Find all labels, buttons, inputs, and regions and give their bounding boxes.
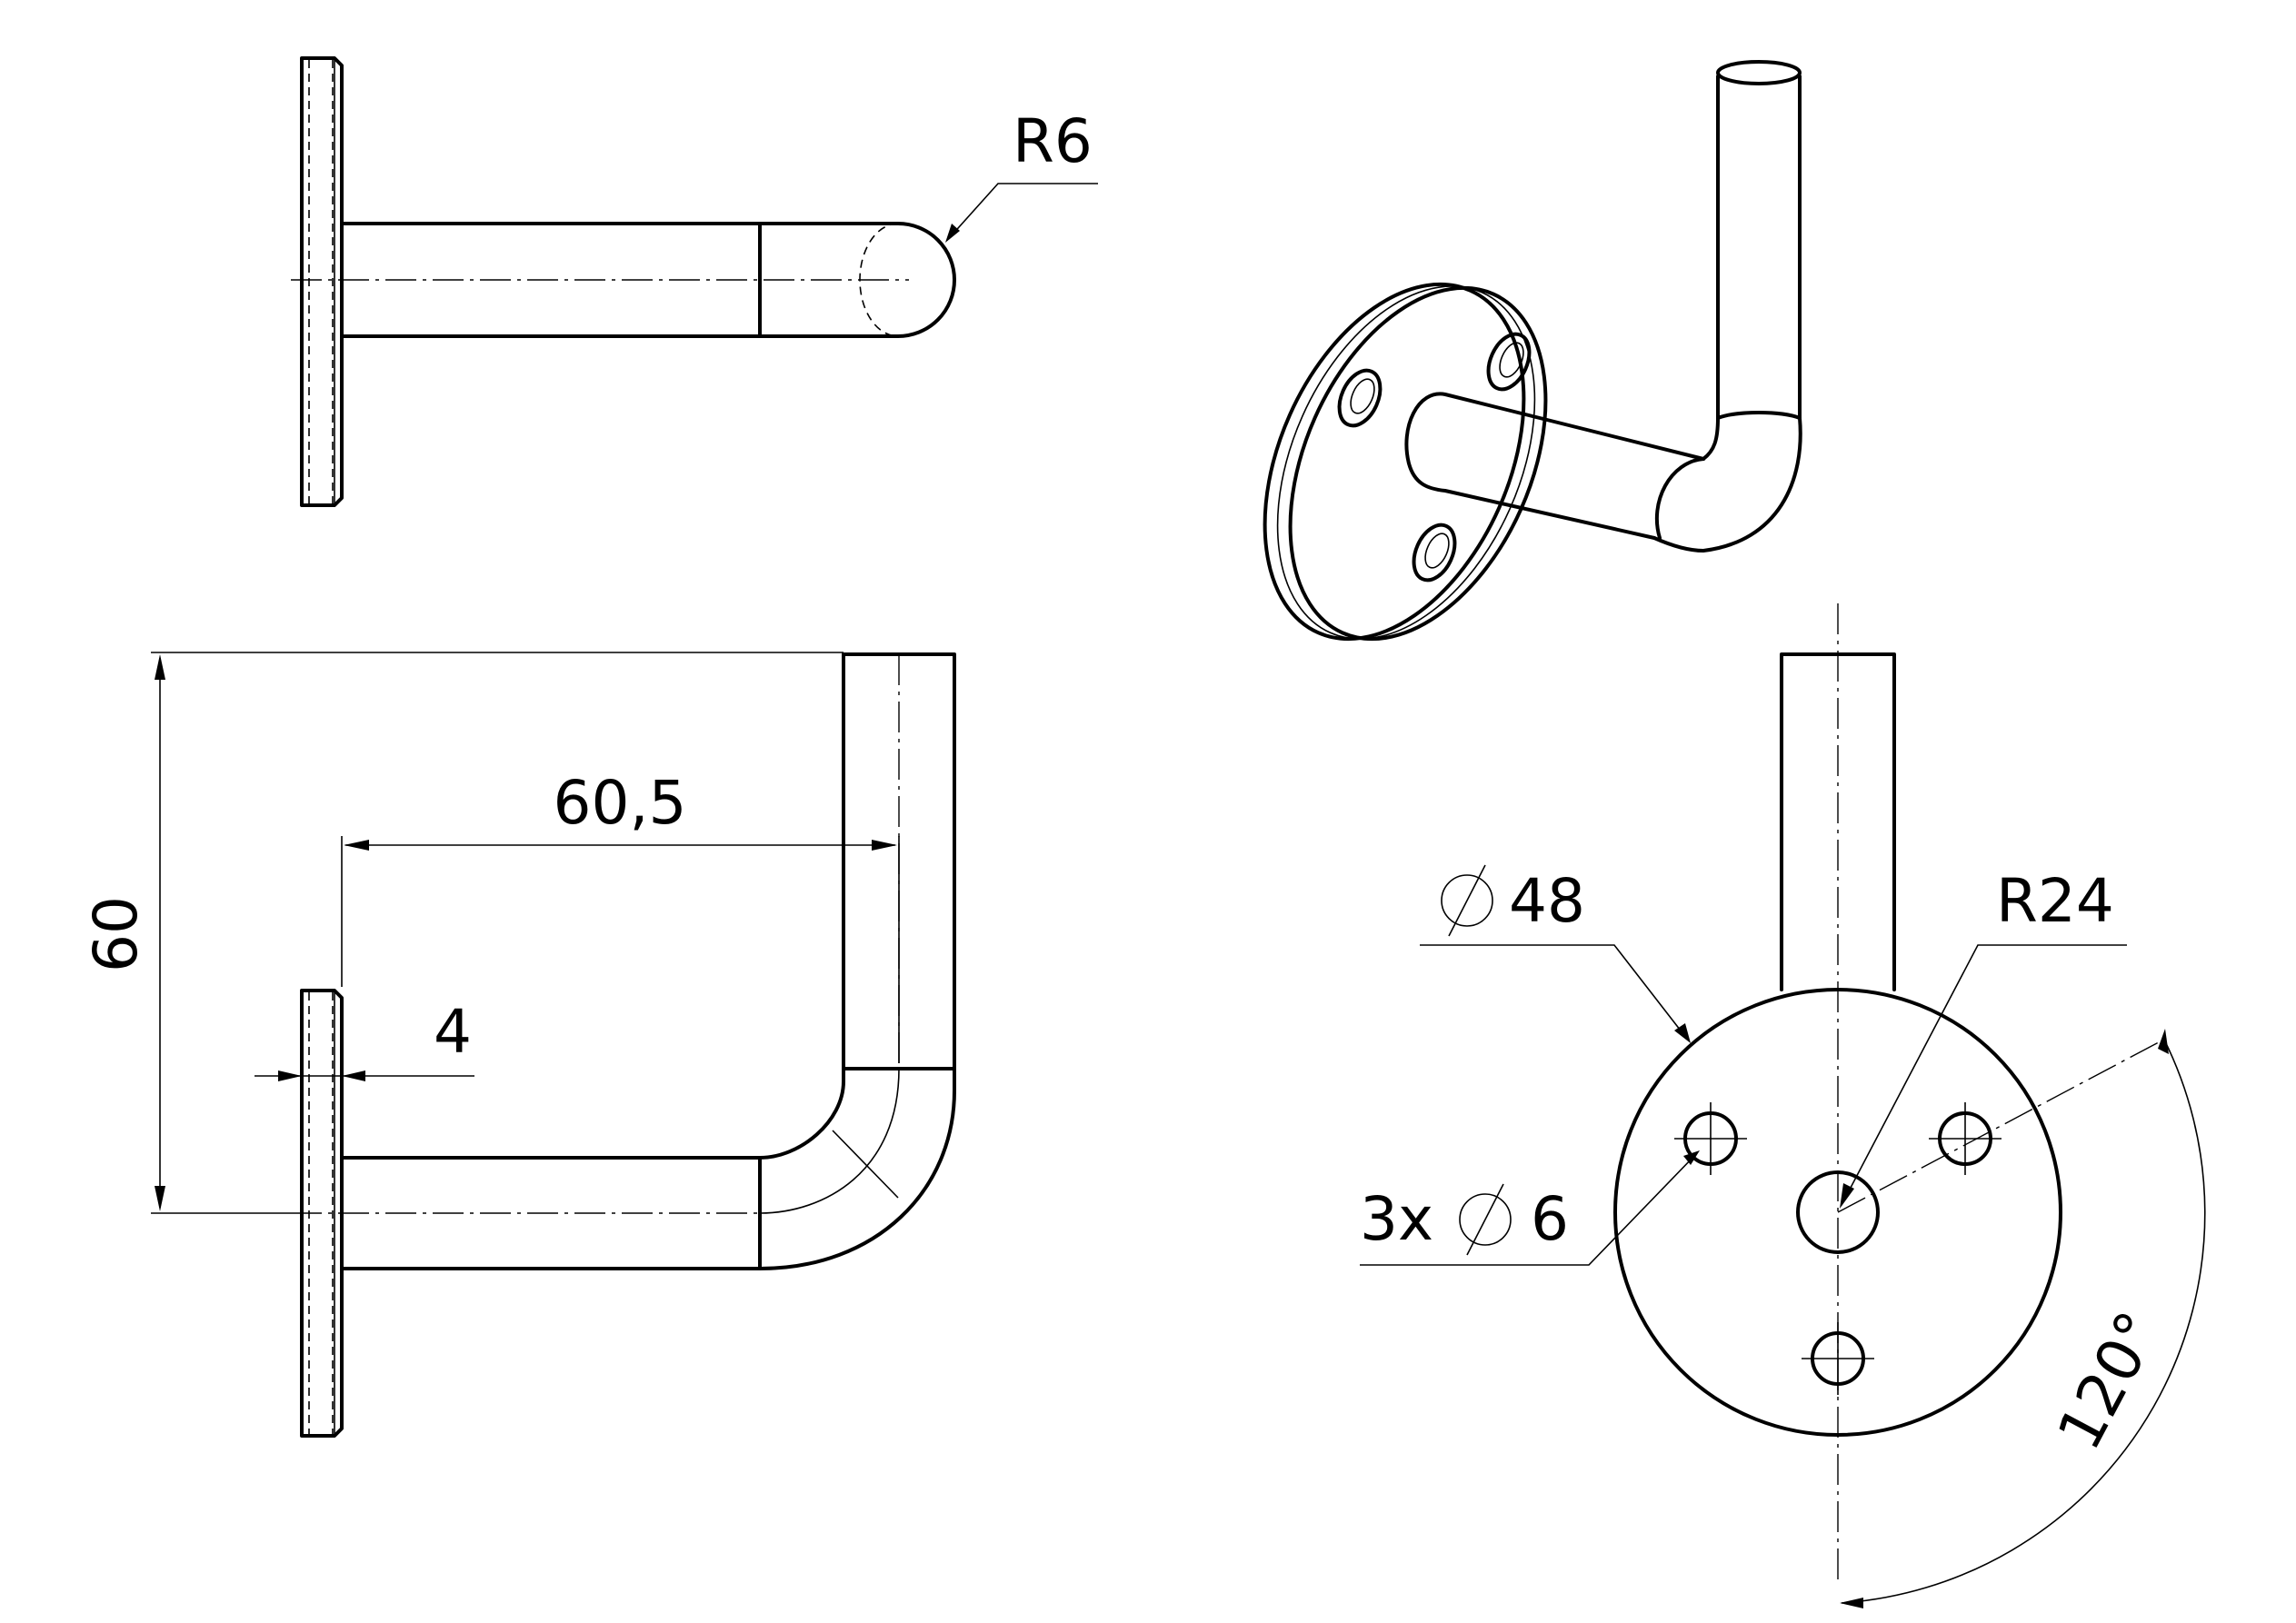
iso-rod-end <box>1716 60 1802 85</box>
plate-center-hole <box>1796 1170 1880 1254</box>
thickness-label: 4 <box>434 997 472 1067</box>
top-view-rod <box>340 222 956 338</box>
hole-angle-arc <box>1841 1037 2206 1604</box>
plate-diameter-label: 48 <box>1509 866 1585 936</box>
front-view-rod <box>340 652 956 1270</box>
holes-count-label: 3x <box>1360 1184 1433 1254</box>
tip-radius-leader <box>950 183 1098 237</box>
iso-rod-bend <box>1652 416 1802 553</box>
tip-radius-label: R6 <box>1013 106 1093 176</box>
plate-radius-label: R24 <box>1996 866 2114 936</box>
isometric-view <box>1263 60 1802 642</box>
plate-radius-leader <box>1841 944 2127 1206</box>
iso-rod-upright <box>1716 75 1802 420</box>
hole-diameter-leader <box>1360 1153 1697 1266</box>
diameter-symbol-48 <box>1441 864 1493 937</box>
length-label: 60,5 <box>554 768 687 838</box>
iso-hole-top <box>1486 332 1532 392</box>
top-view-wall-plate <box>300 56 344 507</box>
top-view: R6 <box>291 56 1098 507</box>
plate-view: 48 R24 3x 6 120° <box>1360 603 2206 1608</box>
iso-hole-left <box>1337 368 1383 428</box>
front-view: 60 60,5 4 <box>81 652 956 1438</box>
diameter-symbol-6 <box>1459 1183 1512 1256</box>
hole-angle-label: 120° <box>2044 1300 2174 1461</box>
height-label: 60 <box>81 896 151 972</box>
iso-hole-bottom <box>1412 523 1457 582</box>
hole-diameter-label: 6 <box>1531 1184 1569 1254</box>
iso-plate-back <box>1263 282 1526 642</box>
plate-diameter-leader <box>1420 944 1684 1035</box>
iso-rod-arm <box>1404 392 1705 540</box>
